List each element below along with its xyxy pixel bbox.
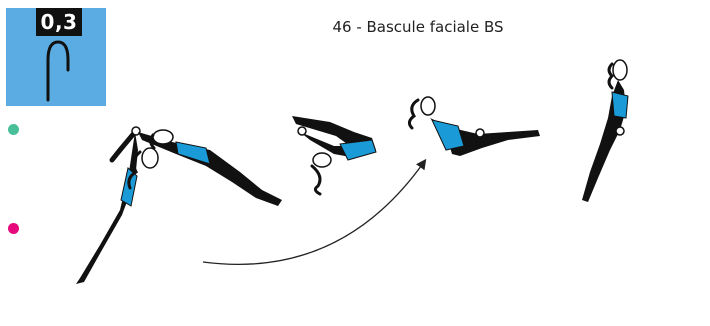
gymnast-figure-4 <box>409 97 540 156</box>
gymnast-figure-5 <box>582 60 628 202</box>
gymnast-figure-1 <box>76 127 158 284</box>
gymnast-figure-3 <box>292 116 376 194</box>
gymnast-figure-2 <box>138 130 282 206</box>
